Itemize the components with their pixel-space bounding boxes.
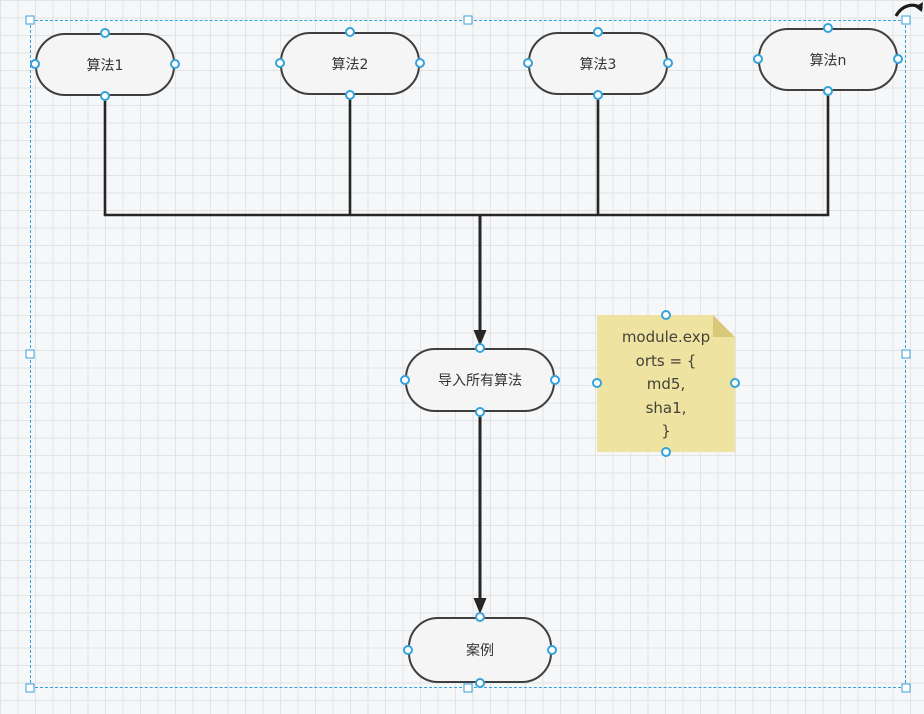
node-case[interactable]: 案例 [408,617,552,683]
node-algorithm-2[interactable]: 算法2 [280,32,420,95]
connection-handle[interactable] [100,28,110,38]
connection-handle[interactable] [403,645,413,655]
node-label: 算法1 [86,57,124,74]
node-label: 案例 [466,643,494,659]
connection-handle[interactable] [400,375,410,385]
node-algorithm-1[interactable]: 算法1 [35,33,175,96]
connection-handle[interactable] [345,27,355,37]
note-line: orts = { [635,351,697,370]
rotate-cursor-icon [894,2,924,17]
connection-handle[interactable] [550,375,560,385]
node-label: 导入所有算法 [438,373,522,389]
resize-handle[interactable] [901,349,911,359]
resize-handle[interactable] [463,683,473,693]
connection-handle[interactable] [30,59,40,69]
node-algorithm-n[interactable]: 算法n [758,28,898,91]
resize-handle[interactable] [901,15,911,25]
resize-handle[interactable] [25,683,35,693]
connection-handle[interactable] [730,378,740,388]
connection-handle[interactable] [415,58,425,68]
connection-handle[interactable] [592,378,602,388]
connection-handle[interactable] [345,90,355,100]
resize-handle[interactable] [25,15,35,25]
connection-handle[interactable] [753,54,763,64]
connection-handle[interactable] [893,54,903,64]
arrowhead-to-case [473,598,487,614]
connection-handle[interactable] [475,343,485,353]
connection-handle[interactable] [170,59,180,69]
node-algorithm-3[interactable]: 算法3 [528,32,668,95]
connection-handle[interactable] [275,58,285,68]
node-label: 算法n [809,52,847,69]
connection-handle[interactable] [475,678,485,688]
connection-handle[interactable] [475,407,485,417]
connection-handle[interactable] [823,86,833,96]
connection-handle[interactable] [547,645,557,655]
connection-handle[interactable] [100,91,110,101]
sticky-note[interactable]: module.exp orts = { md5, sha1, } [597,315,735,452]
connection-handle[interactable] [475,612,485,622]
node-import-all-algorithms[interactable]: 导入所有算法 [405,348,555,412]
note-line: } [661,422,671,440]
resize-handle[interactable] [901,683,911,693]
connection-handle[interactable] [661,447,671,457]
resize-handle[interactable] [25,349,35,359]
node-label: 算法2 [331,56,369,73]
arrowhead-to-import [473,330,487,346]
note-line: md5, [646,375,686,393]
connection-handle[interactable] [593,90,603,100]
connection-handle[interactable] [523,58,533,68]
connection-handle[interactable] [823,23,833,33]
note-line: sha1, [645,398,687,417]
connection-handle[interactable] [661,310,671,320]
connection-handle[interactable] [663,58,673,68]
connection-handle[interactable] [593,27,603,37]
resize-handle[interactable] [463,15,473,25]
node-label: 算法3 [579,56,617,73]
note-line: module.exp [621,328,711,346]
